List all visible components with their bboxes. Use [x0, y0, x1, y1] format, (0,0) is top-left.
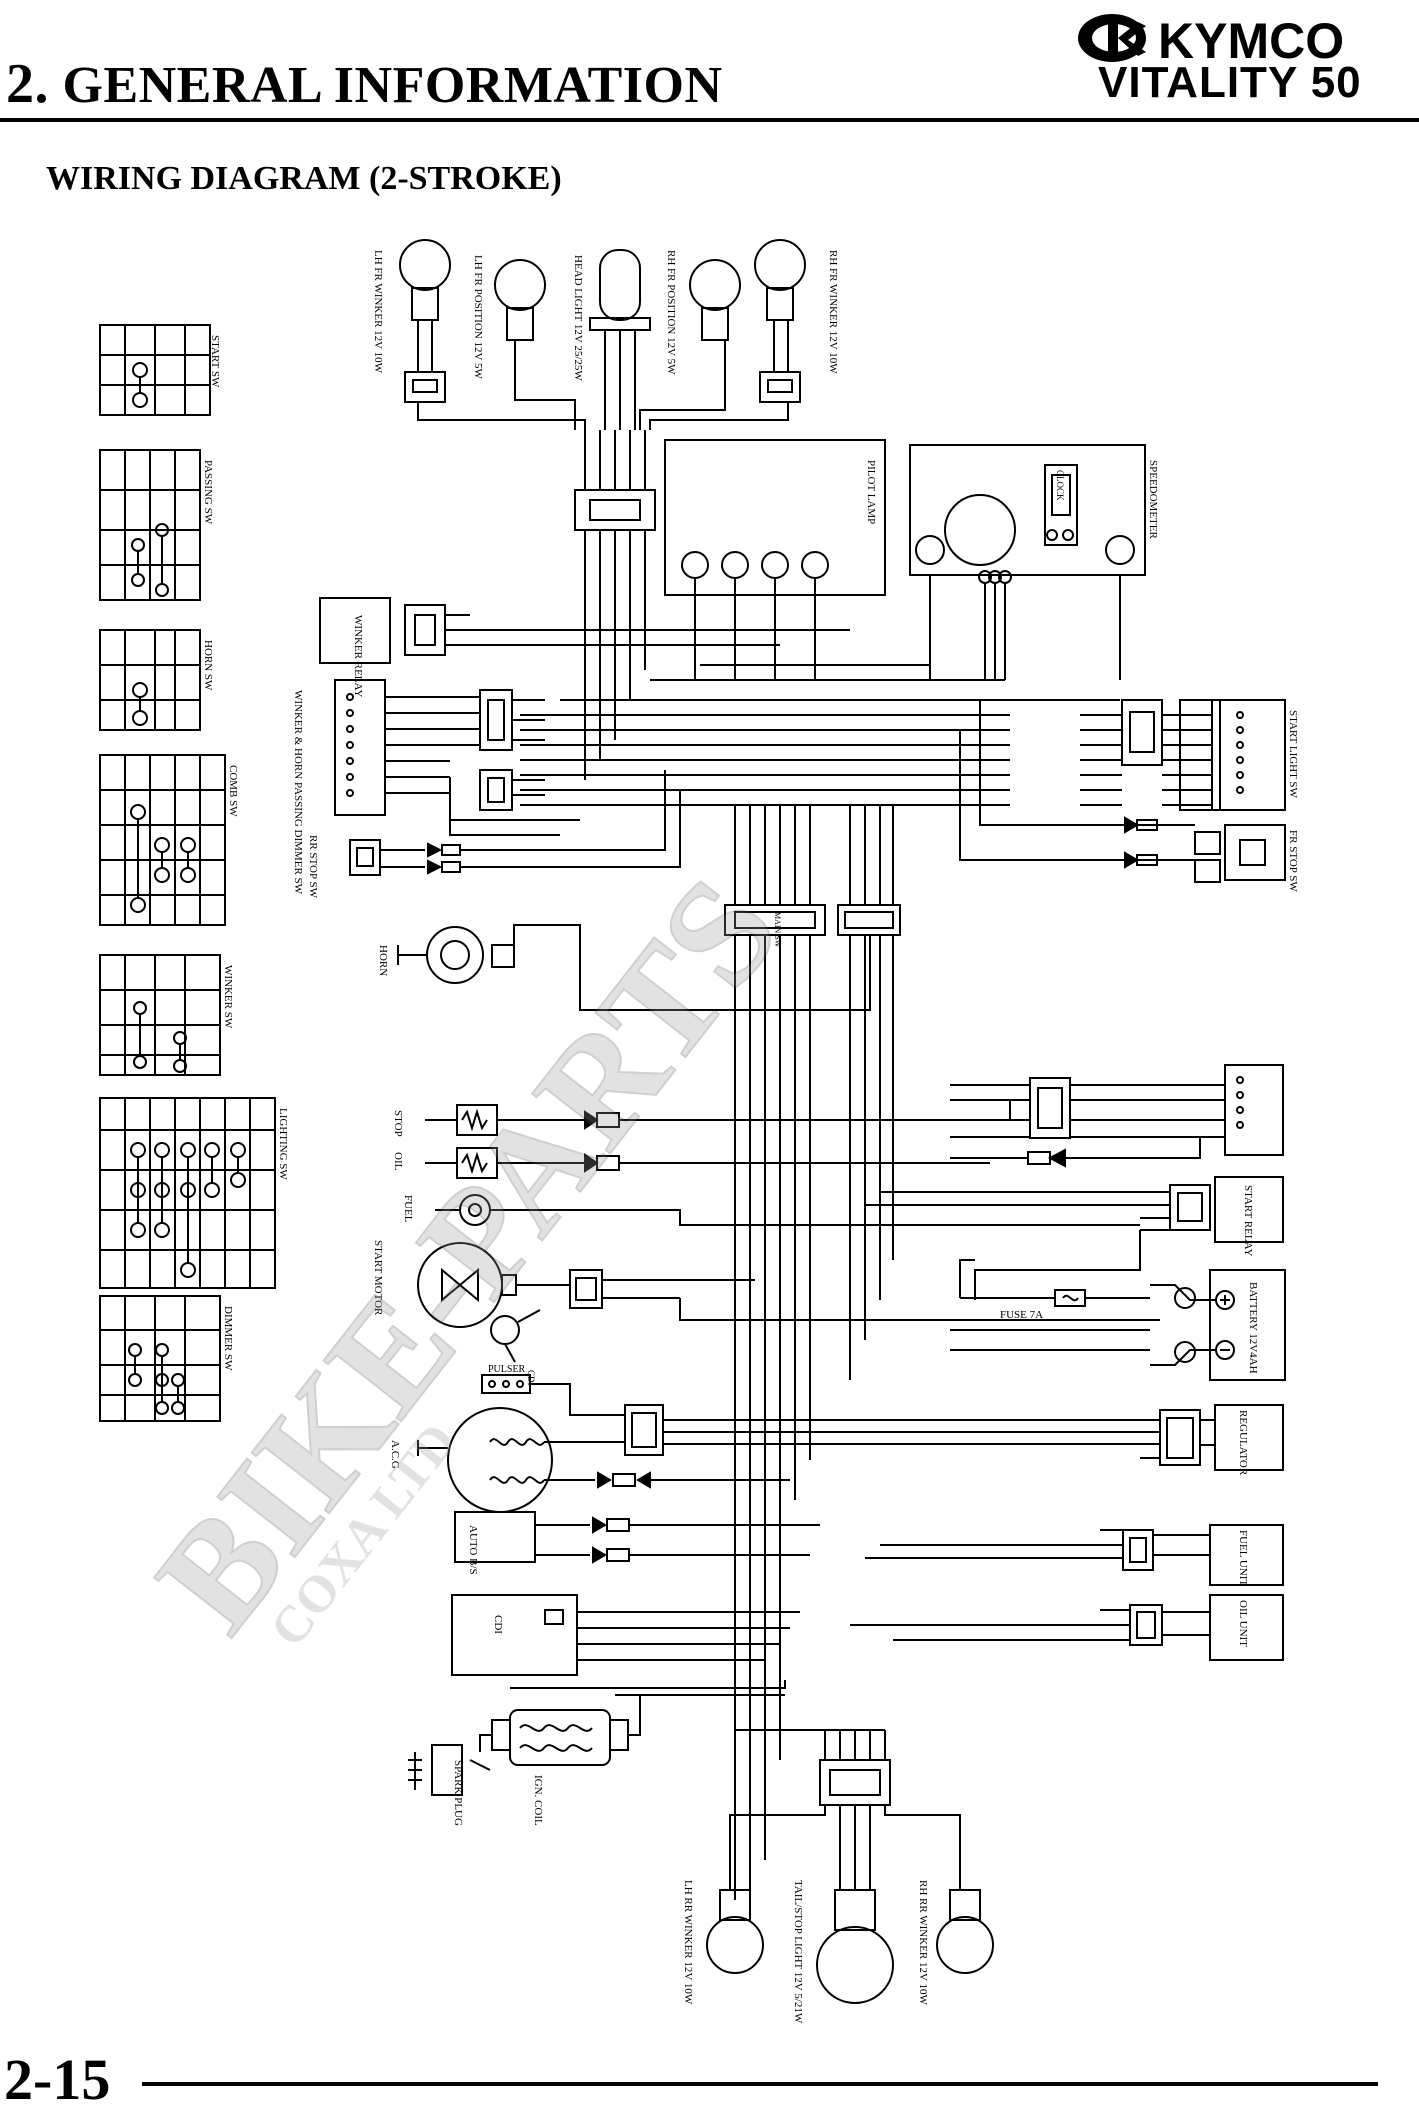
fuel-sensor — [435, 1194, 1140, 1226]
label-oil-lamp: OIL — [392, 1152, 404, 1171]
label-rh-fr-winker: RH FR WINKER 12V 10W — [827, 250, 839, 374]
rear-lamps — [706, 1889, 994, 2004]
section-title: WIRING DIAGRAM (2-STROKE) — [46, 160, 562, 197]
label-start-sw: START SW — [209, 335, 221, 388]
label-lh-fr-position: LH FR POSITION 12V 5W — [472, 255, 484, 379]
start-sw-table — [99, 324, 211, 416]
cdi-unit — [451, 1594, 800, 1676]
label-start-motor: START MOTOR — [372, 1240, 384, 1316]
fuel-unit — [865, 1524, 1284, 1586]
label-oil-unit: OIL UNIT — [1237, 1600, 1249, 1647]
winker-relay — [319, 597, 470, 664]
indicator-resistors — [425, 1100, 1011, 1179]
label-clock: CLOCK — [1055, 470, 1065, 501]
label-cdi-small: CDI — [526, 1370, 536, 1386]
label-horn-sw: HORN SW — [202, 640, 214, 691]
page-number: 2-15 — [4, 2047, 111, 2112]
label-lh-fr-winker: LH FR WINKER 12V 10W — [372, 250, 384, 374]
brand-name: KYMCO — [1158, 13, 1344, 69]
label-ignition-coil: IGN. COIL — [532, 1775, 544, 1826]
label-speedometer: SPEEDOMETER — [1147, 460, 1159, 540]
model-name: VITALITY 50 — [1098, 58, 1362, 107]
label-rr-stop-sw: RR STOP SW — [307, 835, 319, 899]
start-light-sw — [1080, 699, 1286, 811]
label-auto-bystarter: AUTO B/S — [467, 1525, 479, 1575]
ignition-coil — [408, 1680, 786, 1796]
chapter-title: GENERAL INFORMATION — [49, 57, 723, 114]
label-lh-rr-winker: LH RR WINKER 12V 10W — [682, 1880, 694, 2005]
label-rh-fr-position: RH FR POSITION 12V 5W — [665, 250, 677, 375]
label-comb-sw: COMB SW — [227, 765, 239, 817]
chapter-heading: 2. GENERAL INFORMATION — [6, 52, 723, 116]
label-acg: A.C.G — [389, 1440, 401, 1469]
label-lighting-sw: LIGHTING SW — [277, 1108, 289, 1180]
label-fuel-unit: FUEL UNIT — [1237, 1530, 1249, 1586]
comb-sw-right — [950, 1064, 1284, 1168]
label-tail-stop-light: TAIL/STOP LIGHT 12V 5/21W — [792, 1880, 804, 2024]
label-passing-sw: PASSING SW — [202, 460, 214, 525]
rr-stop-sw — [349, 770, 681, 876]
auto-bystarter — [454, 1511, 820, 1564]
label-stop-lamp: STOP — [392, 1110, 404, 1137]
cdi-relay — [624, 1404, 1140, 1456]
label-head-light: HEAD LIGHT 12V 25/25W — [572, 255, 584, 381]
label-horn: HORN — [377, 945, 389, 976]
start-motor — [417, 1242, 570, 1363]
dimmer-sw-table — [99, 1295, 221, 1422]
label-dimmer-sw: DIMMER SW — [222, 1306, 234, 1371]
dimmer-switch — [334, 679, 580, 836]
start-relay — [865, 1176, 1284, 1300]
kymco-logo: KYMCO — [1078, 13, 1344, 69]
label-fr-stop-sw: FR STOP SW — [1287, 830, 1299, 892]
lighting-sw-table — [99, 1097, 276, 1289]
comb-sw-table — [99, 754, 226, 926]
label-rh-rr-winker: RH RR WINKER 12V 10W — [917, 1880, 929, 2005]
horn — [397, 924, 871, 1011]
passing-sw-table — [99, 449, 201, 601]
rear-connector — [729, 1729, 961, 1900]
label-battery: BATTERY 12V4AH — [1247, 1282, 1259, 1374]
winker-sw-table — [99, 954, 221, 1076]
label-start-relay: START RELAY — [1242, 1185, 1254, 1257]
label-regulator: REGULATOR — [1237, 1410, 1249, 1476]
label-pilot-lamp: PILOT LAMP — [865, 460, 877, 524]
label-dimmer-switch: WINKER & HORN PASSING DIMMER SW — [292, 690, 304, 895]
label-cdi-unit: CDI — [492, 1615, 504, 1634]
wiring-diagram: LH FR WINKER 12V 10W LH FR POSITION 12V … — [99, 239, 1299, 2024]
speedometer-box — [909, 444, 1146, 680]
label-pulser: PULSER — [488, 1364, 526, 1375]
label-fuel-gauge: FUEL — [402, 1195, 414, 1223]
front-connector — [574, 430, 656, 780]
label-winker-sw: WINKER SW — [222, 965, 234, 1029]
battery — [950, 1259, 1286, 1381]
regulator — [1140, 1404, 1284, 1471]
switch-tables — [99, 324, 276, 1422]
harness-bus — [470, 629, 1120, 806]
header-rule — [0, 118, 1419, 122]
label-fuse: FUSE 7A — [1000, 1309, 1043, 1321]
footer-rule — [142, 2082, 1378, 2086]
fr-stop-sw — [959, 700, 1286, 883]
main-connectors — [724, 805, 901, 1920]
starter-relay-small — [569, 1269, 1160, 1321]
label-main-sw: MAIN SW — [773, 912, 782, 948]
label-winker-relay: WINKER RELAY — [352, 615, 364, 697]
horn-sw-table — [99, 629, 201, 731]
label-start-light-sw: START LIGHT SW — [1287, 710, 1299, 799]
front-lamps — [399, 239, 806, 430]
oil-unit — [850, 1594, 1284, 1661]
label-spark-plug: SPARK PLUG — [452, 1760, 464, 1826]
chapter-number: 2. — [6, 53, 49, 115]
